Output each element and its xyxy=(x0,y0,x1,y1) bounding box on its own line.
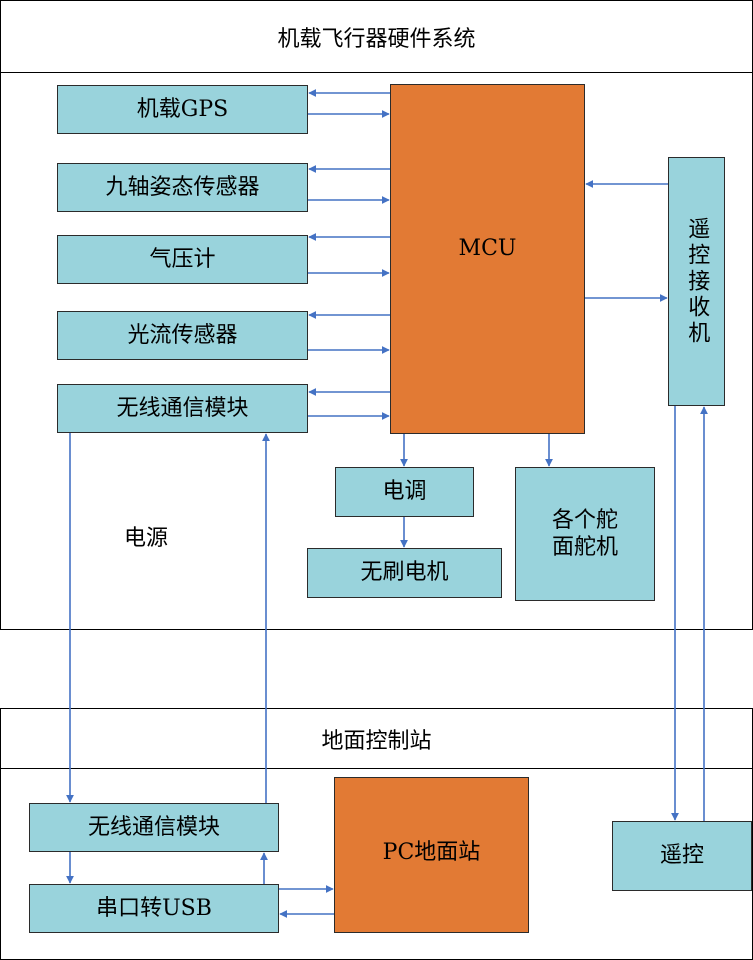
imu-box: 九轴姿态传感器 xyxy=(57,163,308,212)
gps-box: 机载GPS xyxy=(57,85,308,134)
motor-box: 无刷电机 xyxy=(307,548,502,598)
remote-box: 遥控 xyxy=(612,821,752,891)
ground-title-frame xyxy=(0,708,753,770)
airborne-title: 机载飞行器硬件系统 xyxy=(277,27,476,52)
receiver-box: 遥控接收机 xyxy=(668,157,725,406)
optical-flow-box: 光流传感器 xyxy=(57,311,308,360)
pc-station-box: PC地面站 xyxy=(334,777,529,933)
servos-label: 各个舵面舵机 xyxy=(551,507,618,561)
esc-box: 电调 xyxy=(335,467,474,517)
mcu-box: MCU xyxy=(390,84,585,434)
barometer-box: 气压计 xyxy=(57,235,308,284)
servos-box: 各个舵面舵机 xyxy=(515,467,655,601)
ground-wireless-box: 无线通信模块 xyxy=(29,803,279,852)
airborne-wireless-box: 无线通信模块 xyxy=(57,384,308,433)
ground-title: 地面控制站 xyxy=(321,729,432,754)
power-label: 电源 xyxy=(124,526,169,551)
serial-usb-box: 串口转USB xyxy=(29,884,279,933)
airborne-title-frame xyxy=(0,0,753,74)
